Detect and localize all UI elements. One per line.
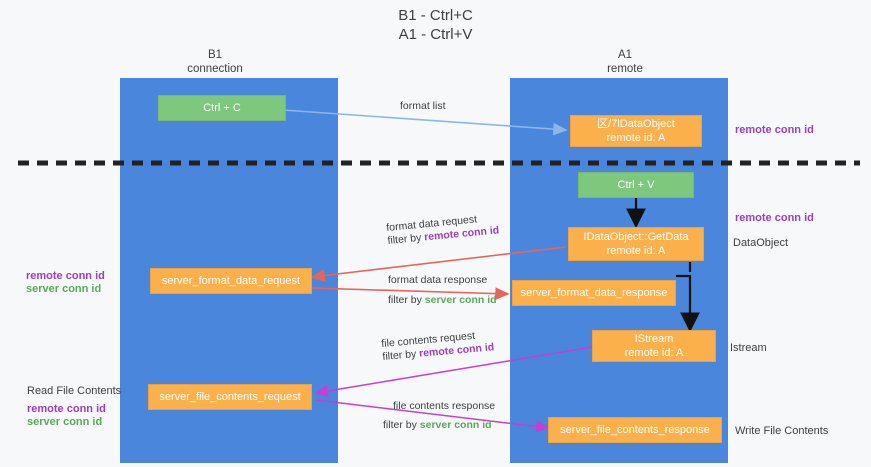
edge-label-fmt-req-prefix: filter by: [387, 231, 425, 247]
box-server-format-data-request-label: server_format_data_request: [161, 275, 301, 287]
box-server-format-data-request[interactable]: server_format_data_request: [150, 268, 312, 294]
column-a1-role: remote: [607, 63, 643, 75]
column-b1-name: B1: [207, 49, 223, 61]
annotation-remote-conn-id-mid: remote conn id: [735, 212, 814, 224]
box-ctrl-c[interactable]: Ctrl + C: [158, 95, 286, 121]
box-ctrl-v-label: Ctrl + V: [617, 179, 655, 191]
column-header-b1: B1 connection: [145, 48, 285, 76]
edge-label-fmt-res-text: format data response: [388, 274, 488, 286]
edge-label-fmt-res-filter: server conn id: [424, 294, 497, 306]
box-server-file-contents-response-label: server_file_contents_response: [560, 424, 710, 436]
edge-label-file-res-prefix: filter by: [383, 419, 420, 431]
box-getdata-label: IDataObject::GetData: [583, 231, 689, 243]
box-getdata[interactable]: IDataObject::GetData remote id: A: [568, 227, 704, 261]
annotation-write-file-contents: Write File Contents: [735, 425, 829, 437]
annotation-left-remote-conn-id: remote conn id: [26, 270, 105, 282]
box-server-file-contents-response[interactable]: server_file_contents_response: [548, 417, 722, 443]
box-getdata-sub: remote id: A: [606, 245, 666, 257]
box-server-format-data-response[interactable]: server_format_data_response: [512, 280, 676, 306]
edge-label-file-res-text: file contents response: [393, 400, 496, 412]
annotation-left-remote-conn-id-2: remote conn id: [27, 403, 106, 415]
annotation-remote-conn-id-top: remote conn id: [735, 124, 814, 136]
box-idataobject-label: 区/7lDataObject: [597, 118, 675, 130]
box-idataobject[interactable]: 区/7lDataObject remote id: A: [570, 115, 702, 147]
edge-label-file-req-prefix: filter by: [382, 347, 420, 363]
annotation-istream: Istream: [730, 342, 767, 354]
column-a1-name: A1: [617, 49, 633, 61]
box-server-file-contents-request-label: server_file_contents_request: [159, 391, 301, 403]
edge-label-file-contents-request: file contents request filter by remote c…: [381, 328, 495, 364]
edge-label-format-data-request: format data request filter by remote con…: [386, 211, 500, 248]
diagram-title: B1 - Ctrl+C A1 - Ctrl+V: [0, 6, 871, 44]
title-line-2: A1 - Ctrl+V: [398, 26, 473, 43]
box-ctrl-v[interactable]: Ctrl + V: [578, 172, 694, 198]
edge-label-format-list: format list: [400, 100, 446, 113]
box-server-file-contents-request[interactable]: server_file_contents_request: [148, 384, 312, 410]
annotation-left-server-conn-id-2: server conn id: [27, 416, 103, 428]
column-b1-role: connection: [187, 63, 243, 75]
edge-label-format-list-text: format list: [400, 100, 446, 112]
edge-label-file-res-filter: server conn id: [419, 419, 492, 431]
title-line-1: B1 - Ctrl+C: [398, 7, 473, 24]
box-istream-sub: remote id: A: [624, 347, 684, 359]
box-server-format-data-response-label: server_format_data_response: [520, 287, 668, 299]
annotation-left-server-conn-id: server conn id: [26, 283, 102, 295]
edge-label-file-contents-response: file contents response filter by server …: [383, 400, 496, 432]
box-istream[interactable]: IStream remote id: A: [592, 330, 716, 362]
box-istream-label: IStream: [634, 333, 674, 345]
edge-label-fmt-res-prefix: filter by: [388, 294, 425, 306]
box-ctrl-c-label: Ctrl + C: [203, 102, 241, 114]
annotation-read-file-contents: Read File Contents: [27, 385, 122, 397]
annotation-dataobject: DataObject: [733, 237, 789, 249]
edge-label-format-data-response: format data response filter by server co…: [388, 274, 497, 307]
box-idataobject-sub: remote id: A: [606, 132, 666, 144]
column-header-a1: A1 remote: [555, 48, 695, 76]
